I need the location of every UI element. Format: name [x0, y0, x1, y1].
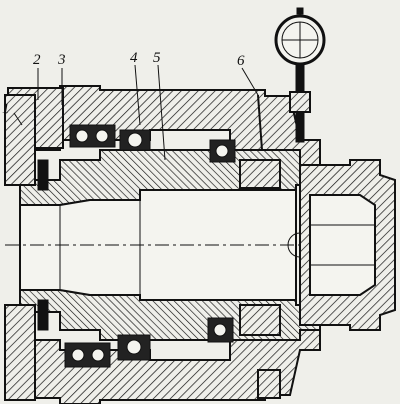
left-flange	[4, 94, 49, 401]
spacer-sleeve	[150, 129, 210, 361]
callout-5: 5	[153, 50, 161, 66]
bearing-mid-upper	[119, 129, 151, 151]
drain-plug	[257, 369, 281, 399]
spindle-nose	[299, 159, 396, 331]
callout-1: 1	[2, 101, 10, 117]
rear-nut	[239, 94, 281, 336]
dial-indicator-icon	[274, 7, 326, 143]
bearing-rear-upper	[209, 139, 236, 163]
bearing-front-upper	[69, 124, 116, 148]
bearing-mid-lower	[117, 334, 151, 361]
leader-lines	[13, 64, 259, 161]
callout-6: 6	[237, 53, 245, 69]
callout-3: 3	[57, 52, 66, 68]
callout-4: 4	[130, 50, 138, 66]
bearing-front-lower	[64, 342, 111, 368]
bearing-rear-lower	[207, 317, 234, 343]
callout-2: 2	[33, 52, 41, 68]
